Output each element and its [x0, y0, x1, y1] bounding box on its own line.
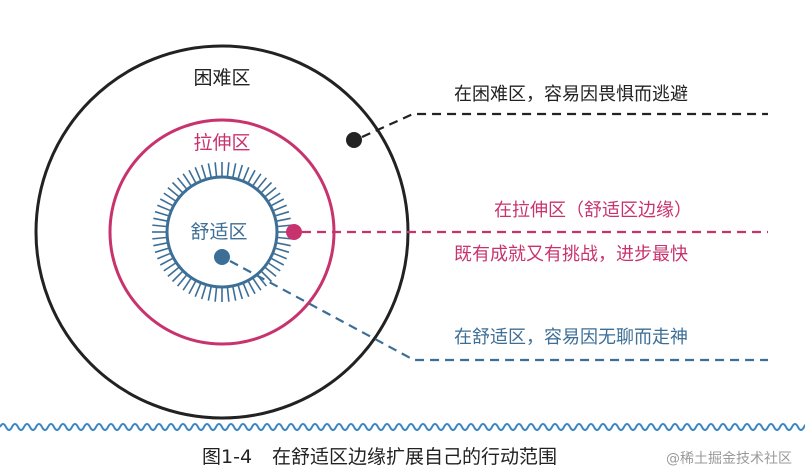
figure-number: 图1-4	[202, 446, 252, 468]
wavy-separator-line	[0, 423, 805, 431]
comfort-zone-tick	[154, 210, 169, 217]
comfort-zone-tick	[153, 242, 168, 247]
comfort-zone-tick	[232, 286, 237, 301]
comfort-zone-tick	[264, 186, 277, 198]
comfort-zone-tick-ring	[152, 162, 292, 302]
comfort-zone-tick	[273, 252, 287, 260]
difficult-zone-marker-dot	[346, 132, 362, 148]
comfort-zone-tick	[163, 192, 176, 202]
comfort-zone-tick	[271, 198, 285, 207]
comfort-zone-tick	[159, 257, 173, 266]
comfort-zone-tick	[276, 217, 291, 222]
comfort-zone-tick	[242, 283, 250, 297]
comfort-zone-tick	[152, 224, 167, 228]
comfort-zone-tick	[182, 173, 192, 186]
comfort-zone-tick	[171, 271, 183, 283]
comfort-zone-tick	[188, 169, 197, 183]
comfort-zone-tick	[152, 236, 167, 240]
comfort-zone-tick	[167, 186, 180, 198]
comfort-zone-tick	[200, 164, 207, 179]
difficult-zone-leader-line	[361, 112, 768, 139]
comfort-zone-tick	[163, 262, 176, 272]
site-watermark: @稀土掘金技术社区	[666, 451, 792, 467]
comfort-zone-tick	[232, 163, 237, 178]
comfort-zone-tick	[171, 181, 183, 193]
comfort-zone-tick	[157, 252, 171, 260]
comfort-zone-label: 舒适区	[190, 221, 247, 243]
comfort-zone-tick	[157, 204, 171, 212]
comfort-zone-tick	[261, 271, 273, 283]
comfort-zone-tick	[207, 286, 212, 301]
comfort-zone-tick	[167, 266, 180, 278]
comfort-zone-tick	[194, 283, 202, 297]
comfort-zone-tick	[194, 167, 202, 181]
comfort-zone-tick	[268, 192, 281, 202]
comfort-zone-tick	[256, 177, 268, 190]
comfort-zone-tick	[273, 204, 287, 212]
comfort-zone-tick	[200, 285, 207, 300]
figure-caption: 在舒适区边缘扩展自己的行动范围	[272, 446, 557, 468]
stretch-zone-annotation-line1: 在拉伸区（舒适区边缘）	[494, 200, 692, 221]
comfort-zone-tick	[242, 167, 250, 181]
comfort-zone-tick	[176, 177, 188, 190]
comfort-zone-tick	[264, 266, 277, 278]
comfort-zone-tick	[247, 169, 256, 183]
comfort-zone-tick	[237, 285, 244, 300]
comfort-zone-tick	[277, 236, 292, 240]
comfort-zone-tick	[188, 281, 197, 295]
comfort-zone-tick	[237, 164, 244, 179]
comfort-zone-tick	[214, 162, 218, 177]
stretch-zone-annotation-line2: 既有成就又有挑战，进步最快	[454, 244, 688, 265]
comfort-zone-tick	[226, 162, 230, 177]
comfort-zone-tick	[214, 287, 218, 302]
comfort-zone-tick	[261, 181, 273, 193]
stretch-zone-marker-dot	[286, 224, 302, 240]
difficult-zone-label: 困难区	[193, 67, 250, 89]
comfort-zone-tick	[277, 224, 292, 228]
comfort-zone-tick	[268, 262, 281, 272]
comfort-zone-tick	[275, 247, 290, 254]
comfort-zone-tick	[153, 217, 168, 222]
comfort-zone-tick	[182, 278, 192, 291]
comfort-zone-annotation: 在舒适区，容易因无聊而走神	[454, 327, 688, 348]
comfort-zone-marker-dot	[214, 249, 230, 265]
comfort-zone-tick	[226, 287, 230, 302]
comfort-zone-tick	[271, 257, 285, 266]
stretch-zone-label: 拉伸区	[193, 132, 250, 154]
comfort-zone-circle	[165, 175, 279, 289]
comfort-zone-tick	[247, 281, 256, 295]
comfort-zone-tick	[176, 274, 188, 287]
comfort-zone-tick	[276, 242, 291, 247]
difficult-zone-annotation: 在困难区，容易因畏惧而逃避	[454, 84, 688, 105]
comfort-zone-tick	[252, 278, 262, 291]
comfort-zone-tick	[159, 198, 173, 207]
comfort-zone-tick	[275, 210, 290, 217]
comfort-zone-tick	[207, 163, 212, 178]
comfort-zone-tick	[252, 173, 262, 186]
comfort-zone-tick	[154, 247, 169, 254]
